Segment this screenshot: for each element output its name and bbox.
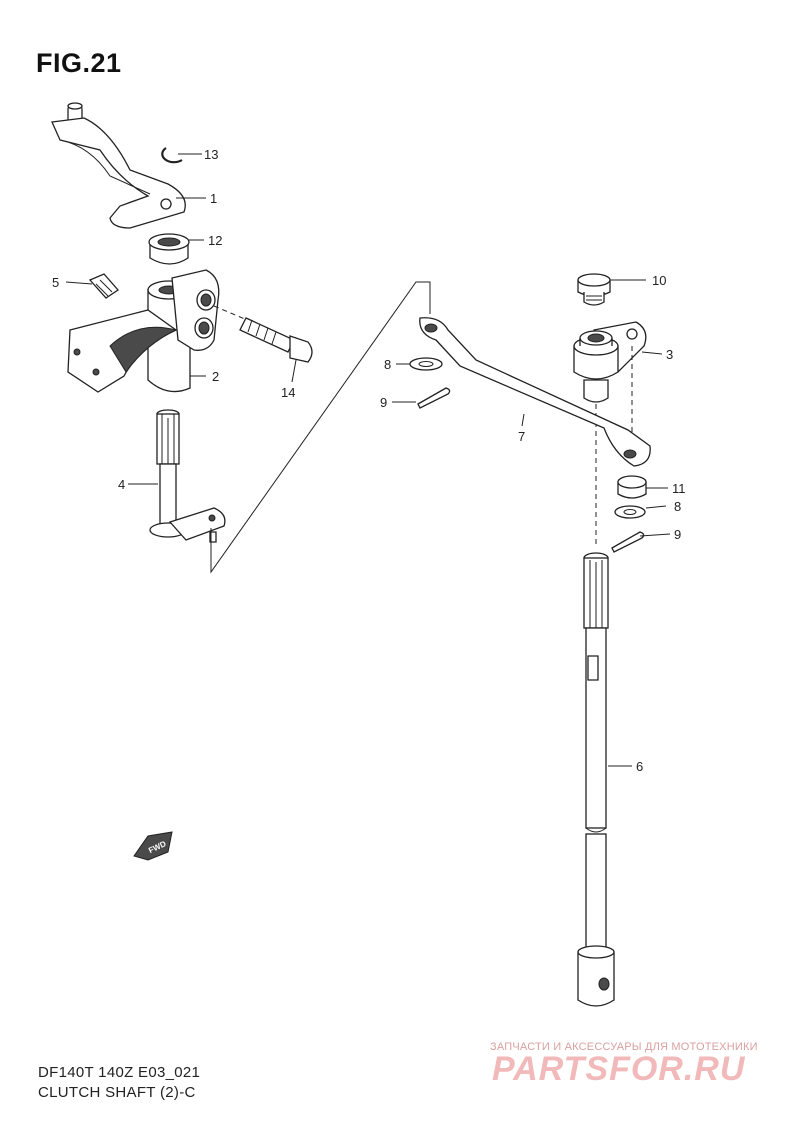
callout-4: 4 xyxy=(118,477,125,492)
callout-10: 10 xyxy=(652,273,666,288)
callout-8-upper: 8 xyxy=(384,357,391,372)
callout-5: 5 xyxy=(52,275,59,290)
part-12-bushing xyxy=(148,233,190,265)
part-11-collar xyxy=(617,475,647,499)
part-9-cotter-pin-upper xyxy=(417,387,451,409)
model-code: DF140T 140Z E03_021 xyxy=(38,1064,201,1081)
part-4-clutch-shaft xyxy=(149,409,226,543)
exploded-boundary-lines xyxy=(210,281,431,574)
watermark-logo: PARTSFOR.RU xyxy=(492,1050,746,1088)
part-13-e-ring xyxy=(161,147,183,164)
callout-9-upper: 9 xyxy=(380,395,387,410)
callout-8-lower: 8 xyxy=(674,499,681,514)
part-1-lever xyxy=(51,102,186,229)
watermark-tagline: ЗАПЧАСТИ И АКСЕССУАРЫ ДЛЯ МОТОТЕХНИКИ xyxy=(490,1041,758,1053)
part-3-lever xyxy=(573,321,647,548)
part-6-shaft xyxy=(577,552,615,1007)
part-2-bracket xyxy=(67,269,220,393)
fwd-direction-arrow: FWD xyxy=(133,831,173,861)
part-8-washer-lower xyxy=(614,505,646,519)
callout-labels: 13 1 12 5 2 14 4 10 3 8 9 7 11 8 9 6 xyxy=(52,147,686,774)
section-name: CLUTCH SHAFT (2)-C xyxy=(38,1084,196,1101)
callout-14: 14 xyxy=(281,385,295,400)
part-10-plug xyxy=(577,273,611,306)
callout-13: 13 xyxy=(204,147,218,162)
callout-9-lower: 9 xyxy=(674,527,681,542)
part-14-bolt xyxy=(213,305,313,363)
callout-7: 7 xyxy=(518,429,525,444)
part-8-washer-upper xyxy=(409,357,443,371)
part-9-cotter-pin-lower xyxy=(611,531,645,553)
callout-6: 6 xyxy=(636,759,643,774)
callout-12: 12 xyxy=(208,233,222,248)
callout-3: 3 xyxy=(666,347,673,362)
callout-2: 2 xyxy=(212,369,219,384)
callout-11: 11 xyxy=(672,481,686,496)
leader-lines xyxy=(65,153,671,767)
part-7-link-rod xyxy=(419,317,651,467)
figure-title: FIG.21 xyxy=(36,48,122,78)
part-5-grease-nipple xyxy=(88,273,119,299)
callout-1: 1 xyxy=(210,191,217,206)
